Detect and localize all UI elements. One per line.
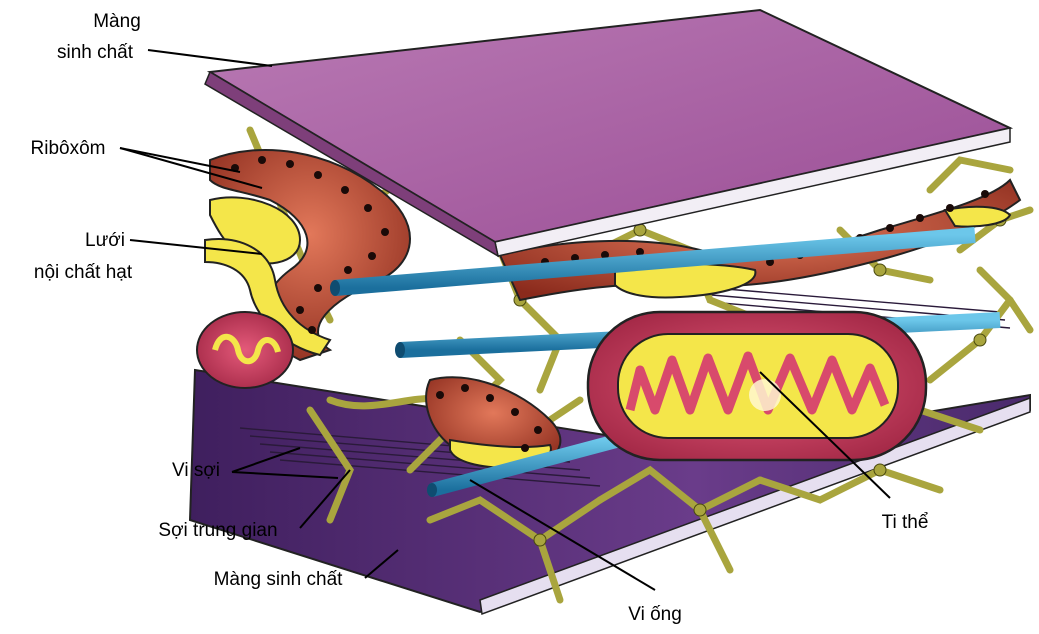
ribosome-dot (314, 171, 322, 179)
ribosome-dot (344, 266, 352, 274)
ribosome-dot (436, 391, 444, 399)
label-mitochondrion: Ti thể (882, 512, 929, 533)
ribosome-dot (916, 214, 924, 222)
ribosome-dot (946, 204, 954, 212)
label-bottom-membrane: Màng sinh chất (214, 569, 344, 590)
ribosome-dot (341, 186, 349, 194)
label-top-membrane-line2: sinh chất (57, 42, 134, 63)
ribosome-dot (314, 284, 322, 292)
ribosome-dot (258, 156, 266, 164)
ribosome-dot (368, 252, 376, 260)
ribosome-dot (364, 204, 372, 212)
ribosome-dot (521, 444, 529, 452)
label-top-membrane-line1: Màng (93, 11, 141, 32)
label-rough-er-line1: Lưới (85, 230, 125, 251)
ribosome-dot (286, 160, 294, 168)
small-mitochondrion (197, 312, 293, 388)
label-ribosome: Ribôxôm (31, 138, 106, 159)
ribosome-dot (981, 190, 989, 198)
ribosome-dot (486, 394, 494, 402)
label-intermediate-filament: Sợi trung gian (158, 520, 277, 541)
mitochondrion (588, 312, 926, 460)
ribosome-dot (511, 408, 519, 416)
label-microtubule: Vi ống (628, 604, 682, 625)
ribosome-dot (308, 326, 316, 334)
ribosome-dot (381, 228, 389, 236)
ribosome-dot (886, 224, 894, 232)
ribosome-dot (534, 426, 542, 434)
ribosome-dot (296, 306, 304, 314)
label-rough-er-line2: nội chất hạt (34, 262, 133, 283)
ribosome-dot (461, 384, 469, 392)
label-microfilament: Vi sợi (172, 460, 220, 481)
